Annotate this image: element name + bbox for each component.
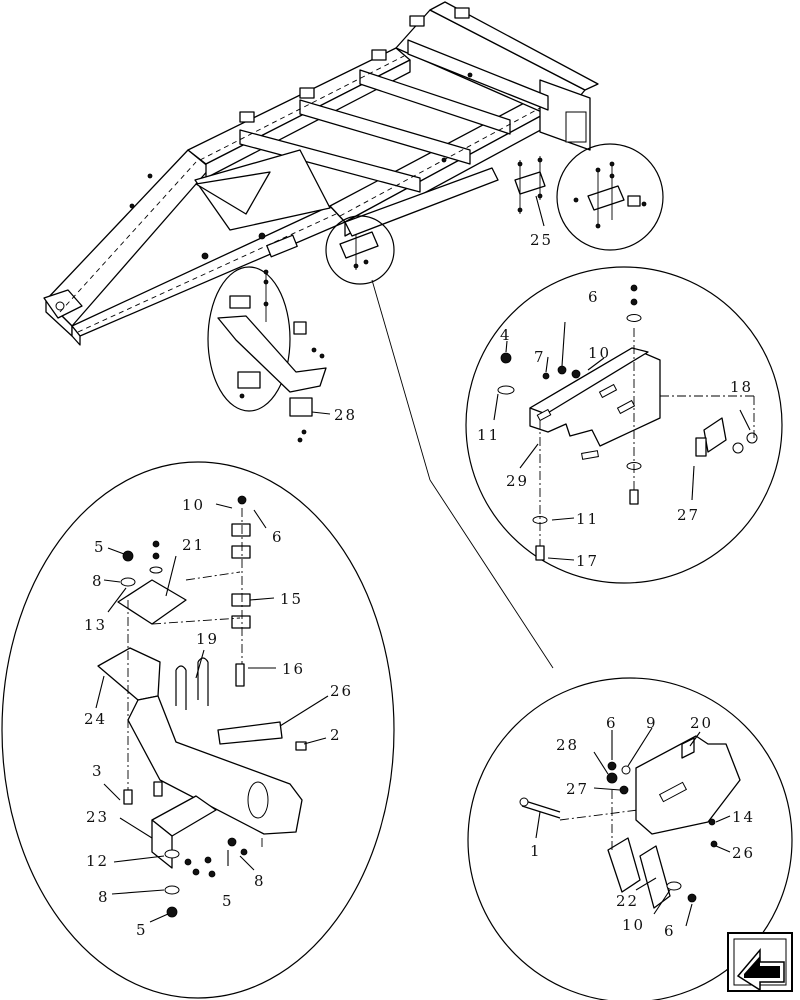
hitch-jack-ellipse: [207, 266, 331, 443]
callout-label: 5: [136, 921, 148, 939]
detail-circle-3: [467, 677, 793, 1000]
callout-label: 14: [732, 808, 755, 826]
callout-label: 10: [622, 916, 645, 934]
callout-label: 1: [530, 842, 542, 860]
detail-circle-small: [556, 143, 664, 251]
callout-label: 6: [606, 714, 618, 732]
callout-label: 23: [86, 808, 109, 826]
callout-label: 8: [254, 872, 266, 890]
callout-label: 8: [98, 888, 110, 906]
callout-label: 11: [477, 426, 500, 444]
callout-label: 26: [732, 844, 755, 862]
callout-label: 9: [646, 714, 658, 732]
callout-label: 26: [330, 682, 353, 700]
detail-circle-1: [465, 266, 783, 584]
callout-label: 5: [222, 892, 234, 910]
callout-label: 17: [576, 552, 599, 570]
callout-label: 27: [566, 780, 589, 798]
callout-label: 6: [588, 288, 600, 306]
callout-label: 18: [730, 378, 753, 396]
frame-reference-circle: [325, 215, 395, 285]
callout-label: 19: [196, 630, 219, 648]
callout-label: 10: [588, 344, 611, 362]
callout-label: 15: [280, 590, 303, 608]
connector-line: [429, 479, 554, 669]
next-page-arrow-icon[interactable]: [727, 932, 793, 992]
callout-label: 24: [84, 710, 107, 728]
callout-label: 7: [534, 348, 546, 366]
callout-label: 2: [330, 726, 342, 744]
callout-label: 21: [182, 536, 205, 554]
callout-labels: 4 6 7 10 11 29 18 27 11 17 10 6 5 21 8 1…: [84, 231, 755, 940]
callout-label: 6: [272, 528, 284, 546]
callout-label: 28: [556, 736, 579, 754]
main-frame-assembly: [43, 1, 599, 346]
callout-label: 29: [506, 472, 529, 490]
detail-ellipse-2: [1, 461, 395, 999]
callout-label: 6: [664, 922, 676, 940]
callout-label: 25: [530, 231, 553, 249]
callout-label: 12: [86, 852, 109, 870]
callout-label: 27: [677, 506, 700, 524]
callout-label: 8: [92, 572, 104, 590]
bracket-25-detail: [514, 156, 546, 227]
callout-label: 13: [84, 616, 107, 634]
callout-label: 3: [92, 762, 104, 780]
callout-label: 11: [576, 510, 599, 528]
callout-label: 5: [94, 538, 106, 556]
callout-label: 16: [282, 660, 305, 678]
callout-label: 10: [182, 496, 205, 514]
connector-line: [371, 279, 431, 481]
callout-label: 4: [500, 326, 512, 344]
callout-label: 20: [690, 714, 713, 732]
callout-label: 28: [334, 406, 357, 424]
callout-label: 22: [616, 892, 639, 910]
